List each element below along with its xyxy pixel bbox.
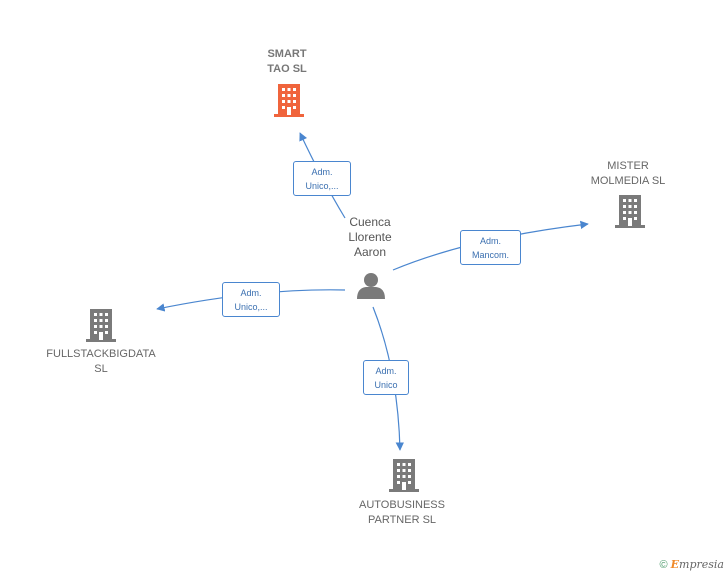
company-label-autobusiness[interactable]: AUTOBUSINESS PARTNER SL bbox=[359, 499, 445, 526]
company-label-mister-molmedia[interactable]: MISTER MOLMEDIA SL bbox=[590, 160, 666, 187]
role-label-smart-tao: Adm. Unico,... bbox=[293, 161, 351, 196]
copyright-symbol: © bbox=[659, 559, 668, 571]
building-icon[interactable] bbox=[615, 195, 645, 228]
role-label-mister-molmedia: Adm. Mancom. bbox=[460, 230, 521, 265]
building-icon[interactable] bbox=[86, 309, 116, 342]
brand-name: mpresia bbox=[679, 558, 724, 571]
company-label-fullstackbigdata[interactable]: FULLSTACKBIGDATA SL bbox=[46, 348, 156, 375]
person-icon[interactable] bbox=[357, 273, 385, 299]
role-label-fullstackbigdata: Adm. Unico,... bbox=[222, 282, 280, 317]
brand-initial: E bbox=[670, 558, 680, 571]
building-icon[interactable] bbox=[389, 459, 419, 492]
person-name-label[interactable]: Cuenca Llorente Aaron bbox=[348, 215, 392, 259]
empresia-watermark: © Empresia bbox=[659, 558, 724, 571]
building-icon[interactable] bbox=[274, 84, 304, 117]
role-label-autobusiness: Adm. Unico bbox=[363, 360, 409, 395]
company-label-smart-tao[interactable]: SMART TAO SL bbox=[267, 48, 307, 75]
